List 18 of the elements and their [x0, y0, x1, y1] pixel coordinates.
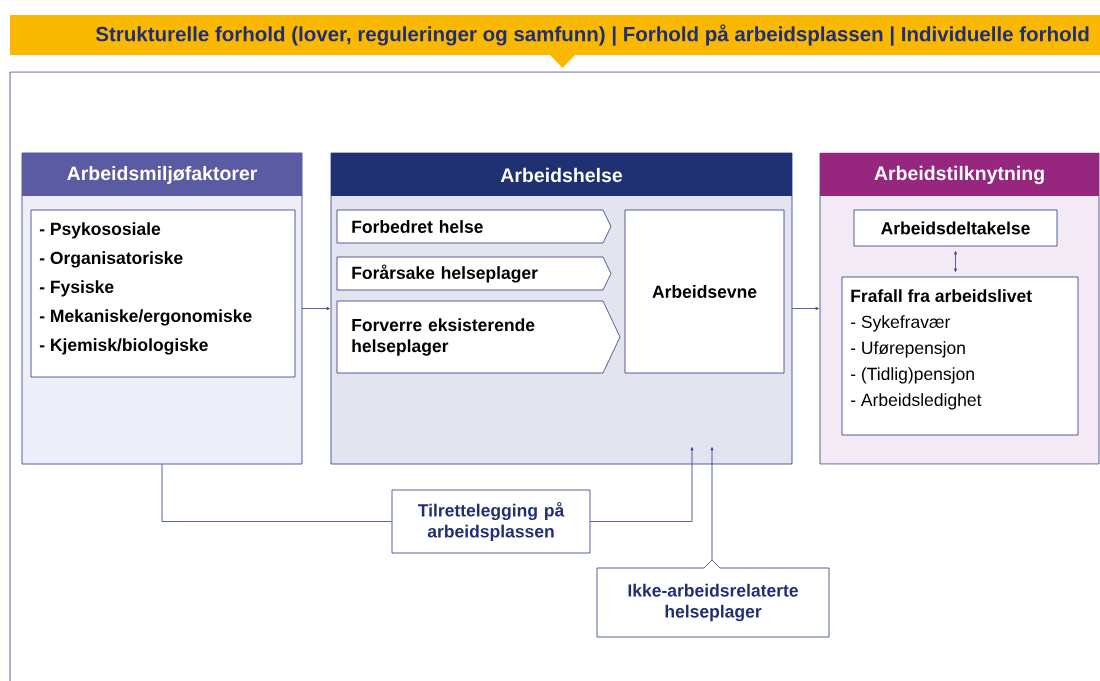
- panel-header: Arbeidsmiljøfaktorer: [22, 153, 302, 196]
- chevron-box: Forbedret helse: [336, 209, 612, 244]
- text-box: Arbeidsdeltakelse: [853, 209, 1058, 247]
- list-box: - Psykososiale - Organisatoriske - Fysiske - Mekaniske/ergonomiske - Kjemisk/biologiske: [30, 209, 296, 378]
- chevron-box: Forårsake helseplager: [336, 256, 612, 291]
- arrow: [710, 447, 714, 561]
- arrow: [792, 307, 819, 310]
- panel-header: Arbeidstilknytning: [820, 153, 1099, 196]
- callout-box: Ikke-arbeidsrelaterte helseplager: [596, 559, 830, 638]
- arrow: [954, 251, 957, 272]
- callout-box: Tilrettelegging på arbeidsplassen: [391, 489, 591, 554]
- list-box: Frafall fra arbeidslivet - Sykefravær - Uførepensjon - (Tidlig)pensjon - Arbeidsledighet: [841, 276, 1079, 436]
- chevron-box: Forverre eksisterende helseplager: [336, 300, 621, 374]
- arrow: [302, 307, 330, 310]
- panel-header: Arbeidshelse: [331, 153, 792, 196]
- arrow: [590, 447, 694, 522]
- title-banner: Strukturelle forhold (lover, reguleringer og samfunn) | Forhold på arbeidsplassen | Individuelle forhold: [10, 15, 1100, 68]
- text-box: Arbeidsevne: [624, 209, 785, 374]
